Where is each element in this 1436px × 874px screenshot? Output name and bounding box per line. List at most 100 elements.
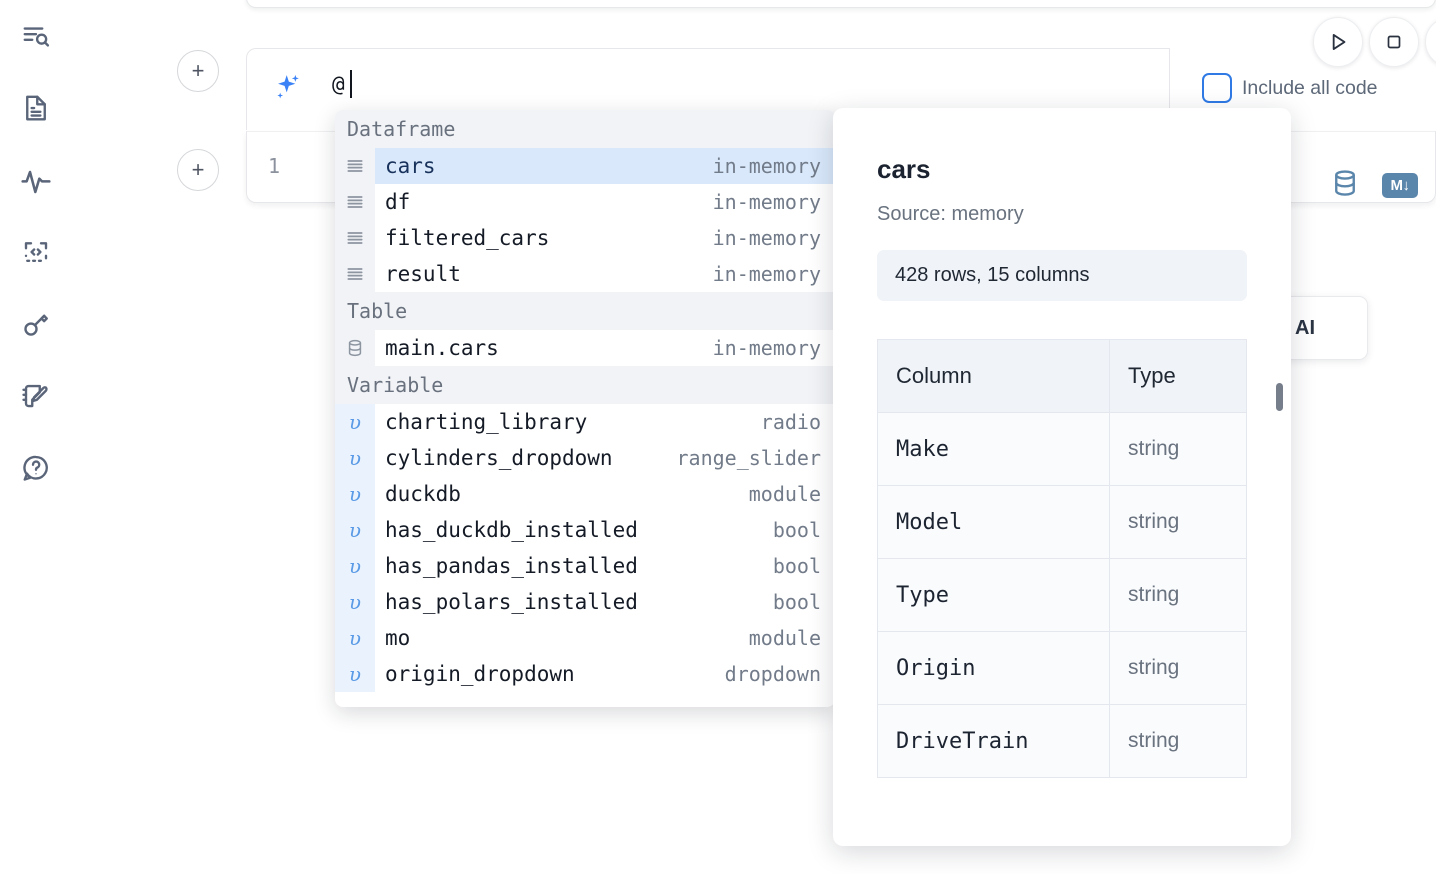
autocomplete-item-type: range_slider (676, 446, 822, 470)
autocomplete-item-type: bool (772, 518, 821, 542)
variable-icon: υ (335, 404, 375, 440)
dataframe-icon (335, 184, 375, 220)
cell-output-icons: M↓ (1330, 168, 1418, 203)
help-chat-icon[interactable] (14, 446, 58, 490)
schema-column-type: string (1109, 631, 1247, 705)
table-header-row: Column Type (877, 339, 1247, 413)
autocomplete-item-type: radio (760, 410, 821, 434)
schema-column-type: string (1109, 485, 1247, 559)
cell-above-partial (246, 0, 1436, 8)
autocomplete-item-name: cylinders_dropdown (385, 446, 613, 470)
scratchpad-icon[interactable] (14, 374, 58, 418)
autocomplete-section-header: Variable (335, 366, 835, 404)
variable-icon: υ (335, 512, 375, 548)
autocomplete-item-name: mo (385, 626, 411, 650)
variable-icon: υ (335, 476, 375, 512)
autocomplete-item-type: bool (772, 590, 821, 614)
autocomplete-item[interactable]: υ has_duckdb_installed bool (335, 512, 835, 548)
variable-icon: υ (335, 656, 375, 692)
preview-title: cars (877, 154, 931, 184)
autocomplete-item[interactable]: υ cylinders_dropdown range_slider (335, 440, 835, 476)
markdown-down-icon[interactable]: M↓ (1382, 173, 1418, 198)
autocomplete-section-header: Dataframe (335, 110, 835, 148)
autocomplete-item-name: duckdb (385, 482, 461, 506)
schema-column-name: Type (877, 558, 1110, 632)
schema-column-name: DriveTrain (877, 704, 1110, 778)
preview-source: Source: memory (877, 203, 1024, 225)
include-all-code-label: Include all code (1242, 76, 1378, 99)
activity-icon[interactable] (14, 158, 58, 202)
add-cell-button-bottom[interactable]: + (177, 149, 219, 191)
variable-icon: υ (335, 440, 375, 476)
more-actions-button[interactable] (1425, 17, 1436, 67)
explorer-search-icon[interactable] (14, 14, 58, 58)
code-line-number: 1 (268, 154, 281, 178)
dataframe-icon (335, 256, 375, 292)
autocomplete-item-type: in-memory (712, 336, 821, 360)
add-cell-label-bottom: + (191, 157, 205, 182)
preview-shape-badge: 428 rows, 15 columns (877, 250, 1247, 301)
dataframe-preview-panel: cars Source: memory 428 rows, 15 columns… (833, 108, 1291, 846)
autocomplete-item[interactable]: filtered_cars in-memory (335, 220, 835, 256)
autocomplete-item[interactable]: υ charting_library radio (335, 404, 835, 440)
autocomplete-item-type: in-memory (712, 226, 821, 250)
autocomplete-item-name: charting_library (385, 410, 588, 434)
preview-scrollbar-thumb[interactable] (1276, 383, 1283, 411)
ai-prompt-input-value[interactable]: @ (332, 72, 345, 96)
column-header-column: Column (877, 339, 1110, 413)
autocomplete-item-name: origin_dropdown (385, 662, 575, 686)
sparkles-icon (268, 72, 302, 106)
add-cell-button-top[interactable]: + (177, 50, 219, 92)
autocomplete-item-type: module (748, 482, 821, 506)
autocomplete-item-type: bool (772, 554, 821, 578)
variable-icon: υ (335, 584, 375, 620)
stop-button[interactable] (1369, 17, 1419, 67)
schema-column-name: Make (877, 412, 1110, 486)
code-snippet-icon[interactable] (14, 230, 58, 274)
key-icon[interactable] (14, 302, 58, 346)
autocomplete-item-name: has_polars_installed (385, 590, 638, 614)
schema-column-name: Model (877, 485, 1110, 559)
autocomplete-item-name: filtered_cars (385, 226, 550, 250)
document-icon[interactable] (14, 86, 58, 130)
schema-column-type: string (1109, 412, 1247, 486)
add-cell-label-top: + (191, 58, 205, 83)
database-icon (335, 330, 375, 366)
autocomplete-item-type: in-memory (712, 262, 821, 286)
autocomplete-item[interactable]: cars in-memory (335, 148, 835, 184)
autocomplete-item-name: has_duckdb_installed (385, 518, 638, 542)
database-icon[interactable] (1330, 168, 1360, 203)
variable-icon: υ (335, 620, 375, 656)
autocomplete-item[interactable]: main.cars in-memory (335, 330, 835, 366)
schema-column-type: string (1109, 704, 1247, 778)
autocomplete-item[interactable]: υ has_polars_installed bool (335, 584, 835, 620)
variable-icon: υ (335, 548, 375, 584)
include-all-code-row[interactable]: Include all code (1202, 73, 1378, 103)
autocomplete-item-type: module (748, 626, 821, 650)
dataframe-icon (335, 148, 375, 184)
include-all-code-checkbox[interactable] (1202, 73, 1232, 103)
autocomplete-item-name: main.cars (385, 336, 499, 360)
autocomplete-item-type: in-memory (712, 190, 821, 214)
autocomplete-item-name: cars (385, 154, 436, 178)
text-caret (350, 70, 352, 98)
run-button[interactable] (1313, 17, 1363, 67)
column-header-type: Type (1109, 339, 1247, 413)
autocomplete-item-type: in-memory (712, 154, 821, 178)
schema-column-type: string (1109, 558, 1247, 632)
dataframe-icon (335, 220, 375, 256)
